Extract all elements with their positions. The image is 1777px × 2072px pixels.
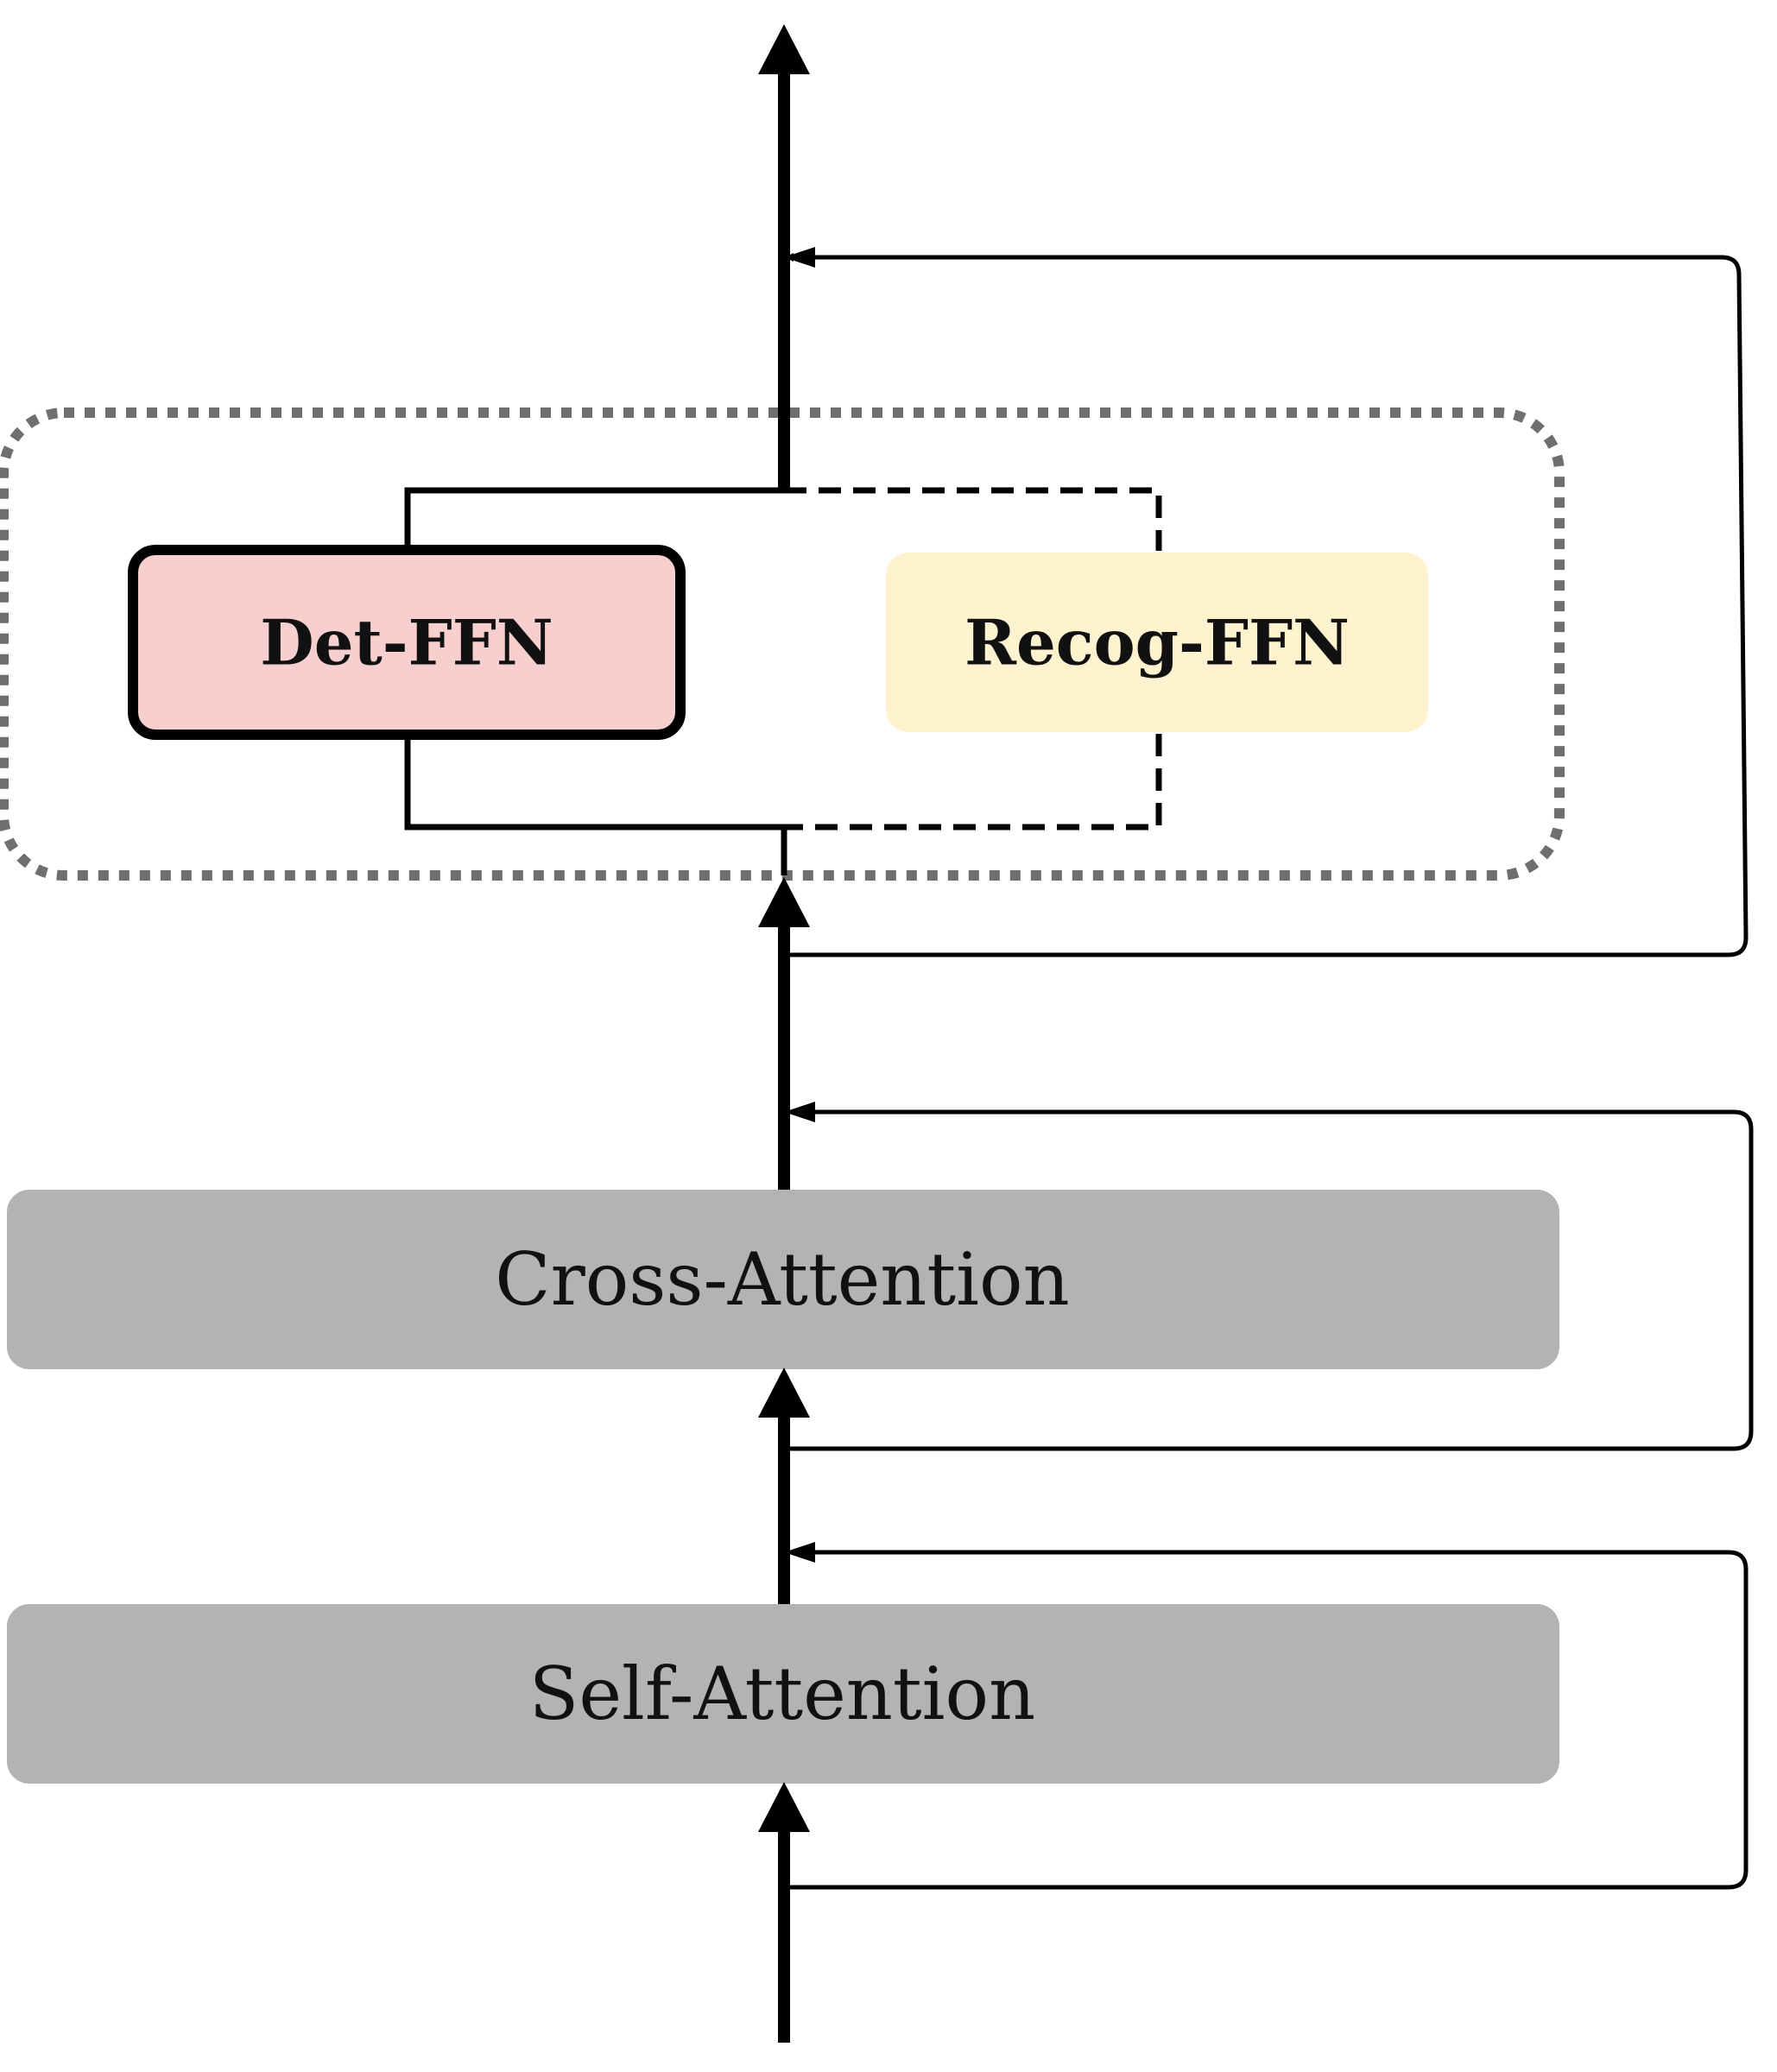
cross-attention-residual-connection — [784, 1109, 1754, 1451]
det-ffn-block — [128, 545, 686, 740]
recog-ffn-top-routing — [784, 487, 1162, 551]
recog-ffn-block — [886, 553, 1428, 732]
self-attention-block — [7, 1604, 1559, 1784]
cross-attention-block — [7, 1190, 1559, 1369]
cross-attention-residual-arrowhead — [784, 1102, 815, 1122]
self-attention-label: Self-Attention — [529, 1652, 1035, 1736]
main-output-arrowhead — [758, 24, 810, 74]
self-to-cross-arrowhead — [758, 1368, 810, 1418]
det-ffn-label: Det-FFN — [260, 606, 553, 679]
recog-ffn-bottom-routing — [786, 734, 1162, 831]
ffn-residual-arrowhead — [784, 247, 815, 268]
cross-attention-label: Cross-Attention — [495, 1237, 1069, 1322]
det-ffn-bottom-routing — [404, 739, 786, 831]
ffn-residual-connection — [784, 253, 1749, 957]
det-ffn-top-routing — [404, 487, 784, 547]
ffn-group-container — [0, 407, 1565, 881]
self-attention-residual-arrowhead — [784, 1542, 815, 1563]
self-attention-residual-connection — [784, 1550, 1749, 1890]
recog-ffn-label: Recog-FFN — [964, 606, 1350, 679]
input-arrowhead — [758, 1782, 810, 1832]
cross-to-ffn-arrowhead — [758, 877, 810, 927]
